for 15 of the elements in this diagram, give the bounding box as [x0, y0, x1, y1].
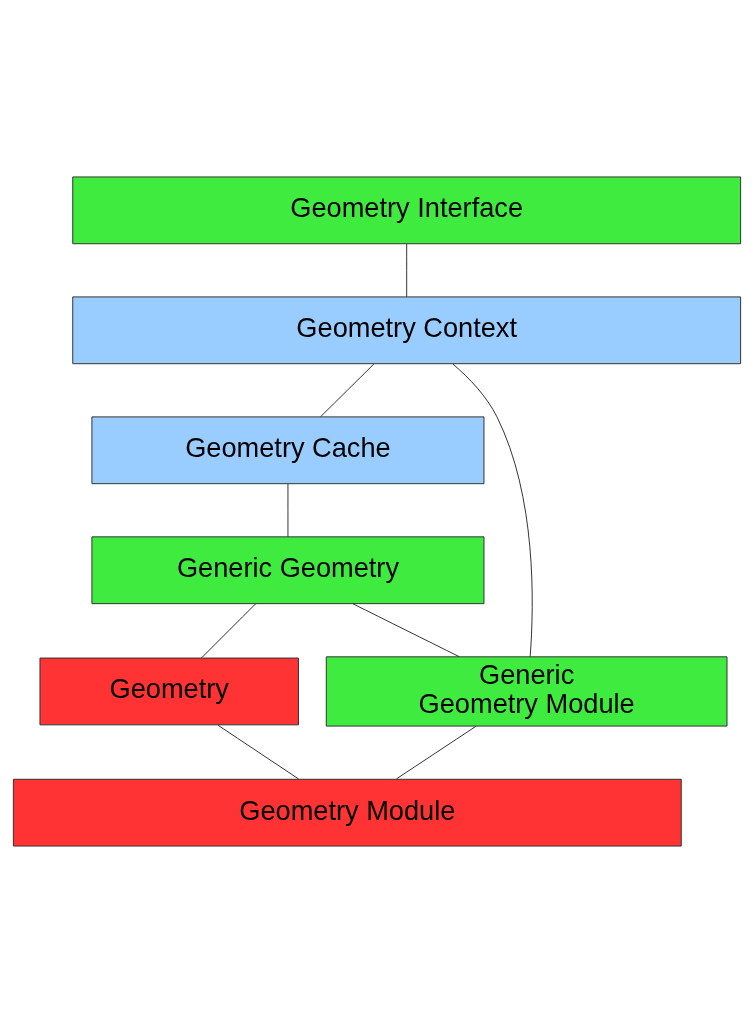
connector [287, 482, 289, 537]
node-box: Geometry Module [12, 778, 682, 847]
node-box: Geometry Interface [72, 175, 742, 244]
node-box: Geometry [39, 657, 299, 725]
connector [352, 602, 460, 657]
connector [201, 602, 256, 658]
connector [396, 725, 477, 779]
node-box: Geometry Context [72, 295, 742, 364]
connector [320, 362, 375, 417]
node-box: Generic Geometry Module [325, 655, 728, 727]
node-box: Geometry Cache [91, 415, 485, 484]
node-box: Generic Geometry [91, 535, 485, 604]
connector [217, 724, 300, 779]
connector [452, 363, 533, 657]
connector [406, 243, 408, 297]
